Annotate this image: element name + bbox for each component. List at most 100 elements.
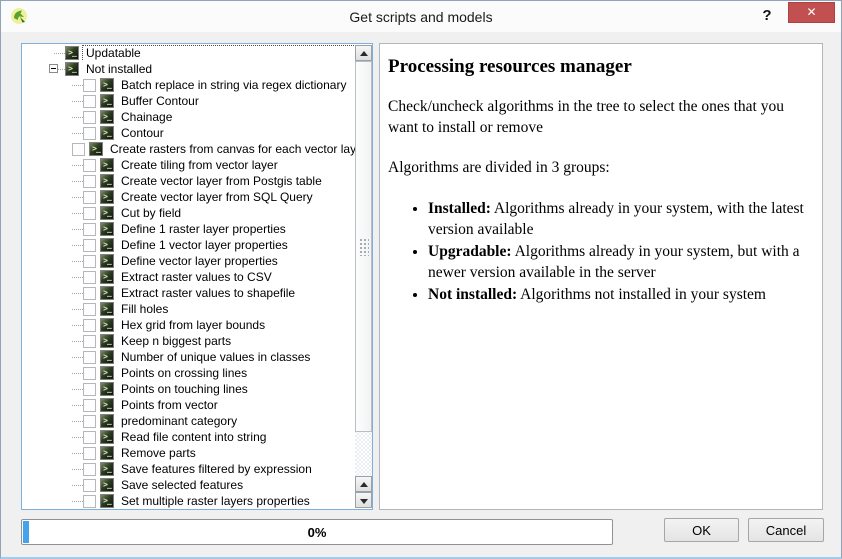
algorithm-checkbox[interactable] — [83, 126, 96, 140]
algorithm-label: Points on crossing lines — [121, 366, 248, 380]
branch-stub — [58, 68, 65, 70]
group-term: Upgradable: — [428, 243, 512, 260]
algorithm-label: Save features filtered by expression — [121, 462, 312, 476]
algorithm-label: Extract raster values to CSV — [121, 270, 272, 284]
algorithm-label: Hex grid from layer bounds — [121, 318, 266, 332]
branch-stub — [72, 84, 83, 86]
algorithm-checkbox[interactable] — [83, 206, 96, 220]
algorithm-checkbox[interactable] — [83, 158, 96, 172]
algorithm-checkbox[interactable] — [83, 494, 96, 508]
algorithm-checkbox[interactable] — [83, 382, 96, 396]
branch-stub — [72, 324, 83, 326]
groups-list: Installed: Algorithms already in your sy… — [428, 198, 812, 305]
algorithm-checkbox[interactable] — [83, 238, 96, 252]
tree-group-row[interactable]: Not installed — [22, 61, 355, 77]
tree-algorithm-row[interactable]: Points from vector — [22, 397, 355, 413]
algorithm-checkbox[interactable] — [83, 254, 96, 268]
algorithm-checkbox[interactable] — [83, 222, 96, 236]
ok-button[interactable]: OK — [664, 518, 739, 542]
scroll-down-button[interactable] — [355, 492, 372, 508]
algorithm-label: Define vector layer properties — [121, 254, 278, 268]
tree-algorithm-row[interactable]: predominant category — [22, 413, 355, 429]
algorithm-checkbox[interactable] — [83, 190, 96, 204]
description-panel: Processing resources manager Check/unche… — [379, 43, 823, 510]
group-term: Installed: — [428, 200, 491, 217]
tree-algorithm-row[interactable]: Hex grid from layer bounds — [22, 317, 355, 333]
algorithm-checkbox[interactable] — [83, 414, 96, 428]
panel-groups-line: Algorithms are divided in 3 groups: — [388, 159, 610, 176]
algorithm-checkbox[interactable] — [83, 270, 96, 284]
script-icon — [65, 62, 79, 76]
tree-algorithm-row[interactable]: Batch replace in string via regex dictio… — [22, 77, 355, 93]
script-icon — [100, 462, 114, 476]
close-button[interactable]: ✕ — [788, 2, 835, 23]
tree-group-row[interactable]: Updatable — [22, 45, 355, 62]
tree-scrollbar[interactable] — [355, 45, 372, 508]
help-button[interactable]: ? — [755, 5, 779, 27]
tree-algorithm-row[interactable]: Fill holes — [22, 301, 355, 317]
list-item: Installed: Algorithms already in your sy… — [428, 198, 812, 240]
scroll-up-button-bottom[interactable] — [355, 476, 372, 492]
algorithm-checkbox[interactable] — [83, 430, 96, 444]
algorithm-label: Create tiling from vector layer — [121, 158, 278, 172]
algorithm-checkbox[interactable] — [83, 462, 96, 476]
tree-algorithm-row[interactable]: Set multiple raster layers properties — [22, 493, 355, 509]
tree-algorithm-row[interactable]: Define 1 vector layer properties — [22, 237, 355, 253]
tree-algorithm-row[interactable]: Buffer Contour — [22, 93, 355, 109]
tree-algorithm-row[interactable]: Chainage — [22, 109, 355, 125]
scroll-down-icon — [360, 499, 368, 504]
tree-algorithm-row[interactable]: Define 1 raster layer properties — [22, 221, 355, 237]
branch-stub — [72, 356, 83, 358]
algorithm-checkbox[interactable] — [83, 334, 96, 348]
branch-stub — [72, 484, 83, 486]
scrollbar-thumb[interactable] — [355, 61, 372, 432]
collapse-icon[interactable] — [49, 64, 58, 73]
script-icon — [100, 254, 114, 268]
branch-stub — [72, 420, 83, 422]
algorithm-checkbox[interactable] — [83, 478, 96, 492]
cancel-button[interactable]: Cancel — [748, 518, 824, 542]
algorithm-checkbox[interactable] — [83, 78, 96, 92]
algorithm-checkbox[interactable] — [83, 318, 96, 332]
tree-algorithm-row[interactable]: Create vector layer from SQL Query — [22, 189, 355, 205]
tree-algorithm-row[interactable]: Points on touching lines — [22, 381, 355, 397]
algorithm-checkbox[interactable] — [83, 302, 96, 316]
tree-algorithm-row[interactable]: Create tiling from vector layer — [22, 157, 355, 173]
algorithm-checkbox[interactable] — [83, 350, 96, 364]
algorithm-checkbox[interactable] — [72, 142, 85, 156]
algorithm-checkbox[interactable] — [83, 174, 96, 188]
algorithm-checkbox[interactable] — [83, 398, 96, 412]
algorithm-checkbox[interactable] — [83, 366, 96, 380]
tree-algorithm-row[interactable]: Contour — [22, 125, 355, 141]
algorithm-label: Set multiple raster layers properties — [121, 494, 310, 508]
tree-algorithm-row[interactable]: Keep n biggest parts — [22, 333, 355, 349]
scrollbar-grip-icon — [359, 237, 369, 256]
list-item: Upgradable: Algorithms already in your s… — [428, 241, 812, 283]
script-icon — [89, 142, 103, 156]
tree-algorithm-row[interactable]: Create vector layer from Postgis table — [22, 173, 355, 189]
tree-algorithm-row[interactable]: Extract raster values to CSV — [22, 269, 355, 285]
tree-algorithm-row[interactable]: Define vector layer properties — [22, 253, 355, 269]
scroll-up-button[interactable] — [355, 45, 372, 61]
tree-algorithm-row[interactable]: Remove parts — [22, 445, 355, 461]
scroll-up-icon — [360, 482, 368, 487]
tree-algorithm-row[interactable]: Extract raster values to shapefile — [22, 285, 355, 301]
panel-intro: Check/uncheck algorithms in the tree to … — [388, 98, 784, 136]
algorithm-checkbox[interactable] — [83, 110, 96, 124]
tree-algorithm-row[interactable]: Create rasters from canvas for each vect… — [22, 141, 355, 157]
algorithm-checkbox[interactable] — [83, 286, 96, 300]
algorithm-checkbox[interactable] — [83, 94, 96, 108]
tree-algorithm-row[interactable]: Points on crossing lines — [22, 365, 355, 381]
algorithm-checkbox[interactable] — [83, 446, 96, 460]
tree-algorithm-row[interactable]: Save features filtered by expression — [22, 461, 355, 477]
algorithm-label: Create vector layer from Postgis table — [121, 174, 322, 188]
tree-algorithm-row[interactable]: Number of unique values in classes — [22, 349, 355, 365]
branch-stub — [72, 372, 83, 374]
tree-algorithm-row[interactable]: Save selected features — [22, 477, 355, 493]
tree-algorithm-row[interactable]: Read file content into string — [22, 429, 355, 445]
algorithm-label: Create rasters from canvas for each vect… — [110, 142, 355, 156]
script-icon — [100, 206, 114, 220]
branch-stub — [72, 180, 83, 182]
algorithm-label: Contour — [121, 126, 164, 140]
tree-algorithm-row[interactable]: Cut by field — [22, 205, 355, 221]
